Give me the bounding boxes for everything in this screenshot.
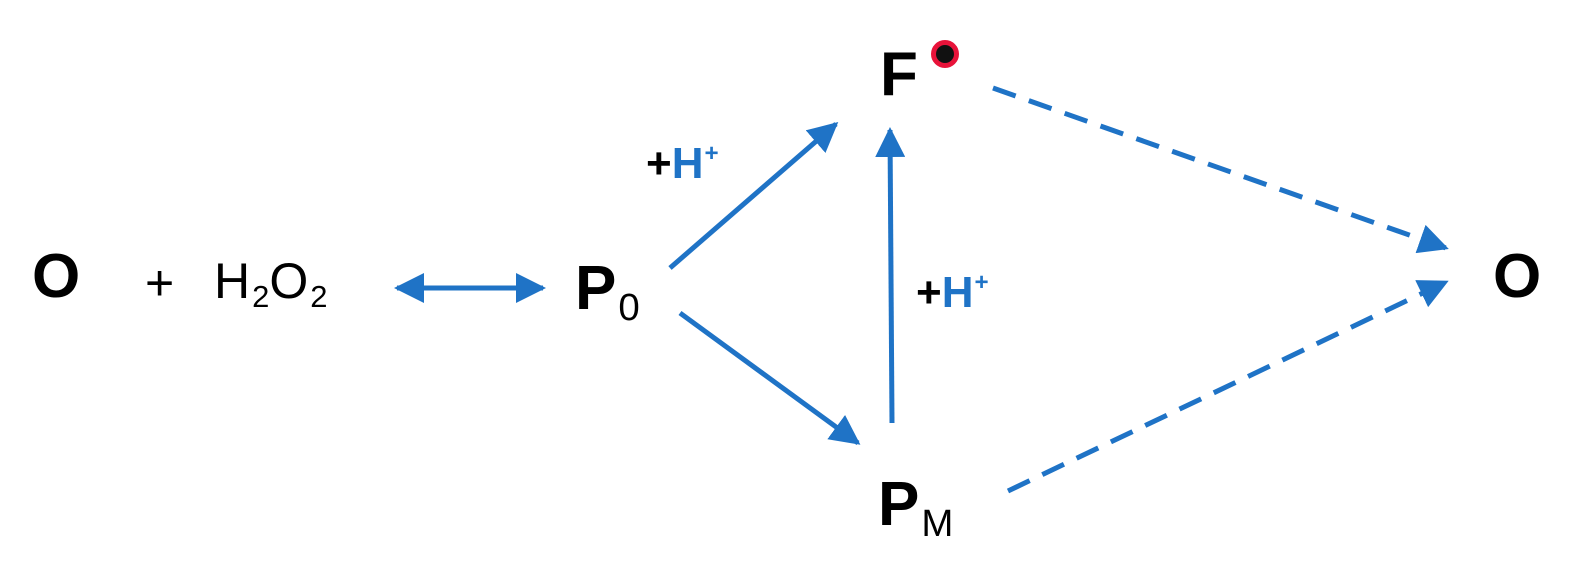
protonation-label-middle: +H+ xyxy=(916,268,989,317)
h2o2-subscript-1: 2 xyxy=(252,278,270,314)
arrow-p0-to-pm xyxy=(678,310,861,446)
proton-charge: + xyxy=(974,269,989,297)
p0-subscript: 0 xyxy=(618,285,640,329)
dashed-arrow-pm-to-o xyxy=(1006,279,1449,494)
species-f: F xyxy=(880,40,918,109)
p0-main: P xyxy=(575,254,617,323)
radical-dot-icon xyxy=(931,40,959,68)
proton-charge: + xyxy=(704,140,719,168)
species-o-left: O xyxy=(32,242,81,311)
proton-plus: + xyxy=(646,139,672,188)
h2o2-h: H xyxy=(214,253,251,309)
h2o2-o: O xyxy=(269,253,309,309)
species-h2o2: H2O2 xyxy=(214,253,328,312)
plus-sign: + xyxy=(145,255,175,311)
arrow-pm-to-f xyxy=(875,127,906,424)
dashed-arrow-f-to-o xyxy=(992,85,1449,254)
arrow-p0-to-f xyxy=(668,122,839,270)
protonation-label-top: +H+ xyxy=(646,139,719,188)
pm-main: P xyxy=(878,470,920,539)
proton-h: H xyxy=(671,139,704,188)
proton-plus: + xyxy=(916,268,942,317)
proton-h: H xyxy=(941,268,974,317)
species-pm: PM xyxy=(878,474,953,543)
species-o-right: O xyxy=(1493,242,1542,311)
h2o2-subscript-2: 2 xyxy=(310,278,328,314)
pm-subscript: M xyxy=(921,501,954,545)
species-p0: P0 xyxy=(575,258,640,327)
